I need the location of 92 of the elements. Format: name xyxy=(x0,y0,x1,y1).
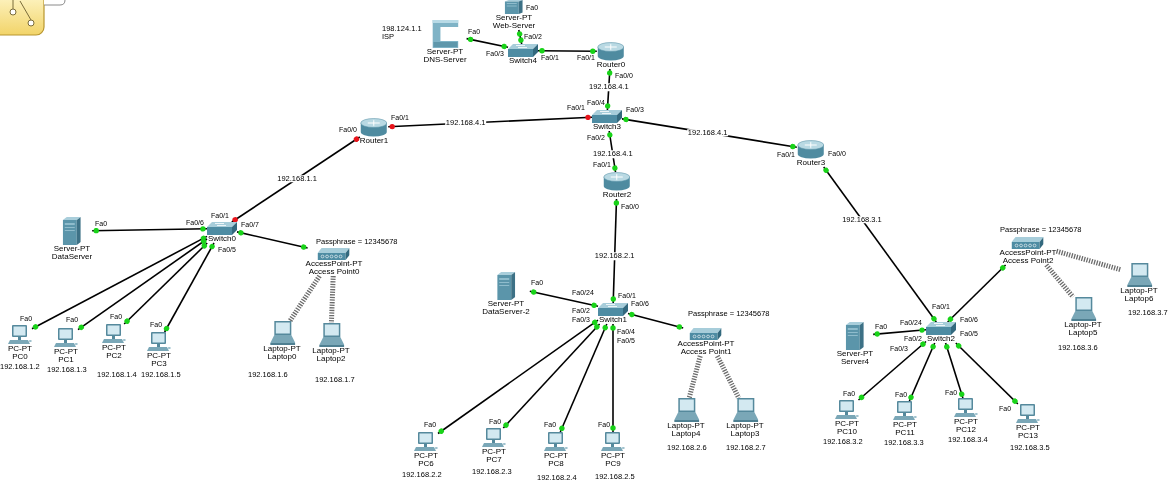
device-name: PC6 xyxy=(418,460,434,468)
network-cable xyxy=(516,29,524,45)
device-name: Web-Server xyxy=(492,22,536,30)
device-model: AccessPoint-PT xyxy=(999,249,1057,257)
network-cable xyxy=(465,36,509,50)
network-cable xyxy=(610,198,620,304)
device-name: PC10 xyxy=(837,428,857,436)
network-cable xyxy=(236,230,309,250)
network-cable xyxy=(123,242,208,325)
device-name: Access Point1 xyxy=(680,348,732,356)
device-model: PC-PT xyxy=(544,452,568,460)
network-cable xyxy=(857,340,927,401)
device-model: PC-PT xyxy=(954,418,978,426)
wireless-link xyxy=(328,275,336,324)
device-name: Router2 xyxy=(602,191,632,199)
device-model: PC-PT xyxy=(1016,424,1040,432)
device-name: Switch3 xyxy=(593,123,621,131)
wireless-link xyxy=(287,274,322,323)
device-model: Laptop-PT xyxy=(1120,287,1158,295)
device-name: Router0 xyxy=(596,61,626,69)
device-name: DataServer-2 xyxy=(482,308,530,316)
network-cable xyxy=(77,238,208,331)
device-name: PC1 xyxy=(58,356,74,364)
device-model: PC-PT xyxy=(414,452,438,460)
device-model: PC-PT xyxy=(601,452,625,460)
device-name: Access Point0 xyxy=(308,268,360,276)
device-name: PC3 xyxy=(151,360,167,368)
device-name: PC0 xyxy=(12,353,28,361)
network-cable xyxy=(231,136,361,223)
device-model: Laptop-PT xyxy=(667,422,705,430)
device-name: Server4 xyxy=(841,358,869,366)
device-name: PC9 xyxy=(605,460,621,468)
network-cable xyxy=(955,342,1019,405)
device-name: PC7 xyxy=(486,456,502,464)
network-cable xyxy=(529,289,599,309)
device-model: Server-PT xyxy=(495,14,533,22)
network-cable xyxy=(502,323,601,429)
device-name: PC8 xyxy=(548,460,564,468)
device-model: Server-PT xyxy=(487,300,525,308)
network-cable xyxy=(872,327,927,337)
device-name: DNS-Server xyxy=(423,56,467,64)
device-model: Server-PT xyxy=(53,245,91,253)
network-cable xyxy=(610,323,616,433)
device-model: Server-PT xyxy=(836,350,874,358)
device-name: Router3 xyxy=(796,159,826,167)
network-cable xyxy=(437,319,599,435)
device-name: Laptop3 xyxy=(730,430,760,438)
network-cable xyxy=(944,342,965,399)
device-model: PC-PT xyxy=(147,352,171,360)
network-cable xyxy=(559,323,608,433)
device-model: Server-PT xyxy=(426,48,464,56)
device-name: Switch4 xyxy=(509,57,537,65)
network-cable xyxy=(91,226,208,234)
device-name: Router1 xyxy=(359,137,389,145)
device-model: PC-PT xyxy=(102,344,126,352)
device-name: PC2 xyxy=(106,352,122,360)
wireless-link xyxy=(1044,263,1075,299)
wireless-link xyxy=(1055,248,1121,272)
network-cable xyxy=(607,130,618,173)
network-cable xyxy=(908,342,936,402)
wireless-link xyxy=(715,354,742,400)
network-cable xyxy=(31,235,208,330)
device-name: Switch2 xyxy=(927,335,955,343)
network-cable xyxy=(627,311,684,330)
device-model: Laptop-PT xyxy=(263,345,301,353)
device-name: DataServer xyxy=(51,253,93,261)
device-name: Laptop6 xyxy=(1124,295,1154,303)
network-cable xyxy=(163,242,215,333)
device-name: Laptop4 xyxy=(671,430,701,438)
device-model: Laptop-PT xyxy=(1064,321,1102,329)
device-name: Switch1 xyxy=(599,316,627,324)
device-name: PC12 xyxy=(956,426,976,434)
network-cable xyxy=(822,166,938,323)
device-name: PC13 xyxy=(1018,432,1038,440)
device-model: PC-PT xyxy=(54,348,78,356)
device-name: Access Point2 xyxy=(1002,257,1054,265)
device-name: Switch0 xyxy=(208,235,236,243)
device-model: Laptop-PT xyxy=(726,422,764,430)
device-model: PC-PT xyxy=(482,448,506,456)
wireless-link xyxy=(686,355,703,399)
device-name: Laptop5 xyxy=(1068,329,1098,337)
device-name: Laptop2 xyxy=(316,355,346,363)
device-model: PC-PT xyxy=(835,420,859,428)
network-cable xyxy=(537,48,598,54)
device-model: PC-PT xyxy=(8,345,32,353)
device-model: Laptop-PT xyxy=(312,347,350,355)
device-model: PC-PT xyxy=(893,421,917,429)
device-name: PC11 xyxy=(895,429,915,437)
device-model: AccessPoint-PT xyxy=(677,340,735,348)
network-cable xyxy=(946,264,1007,323)
device-model: AccessPoint-PT xyxy=(305,260,363,268)
device-name: Laptop0 xyxy=(267,353,297,361)
